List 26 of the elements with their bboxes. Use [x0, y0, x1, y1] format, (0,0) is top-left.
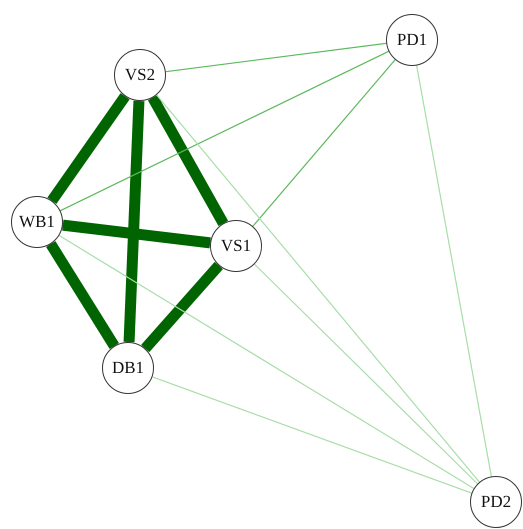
- node-label: PD2: [480, 492, 512, 512]
- connector-line: [124, 100, 144, 342]
- connector-line: [148, 94, 228, 226]
- node-label: VS1: [220, 236, 252, 256]
- node-label: WB1: [19, 212, 55, 232]
- node-circle: [470, 476, 522, 528]
- node-circle: [210, 220, 262, 272]
- connector-line: [152, 376, 472, 494]
- connector-line: [141, 262, 223, 352]
- connector-line: [252, 59, 396, 227]
- connector-line: [62, 220, 211, 248]
- node-circle: [102, 342, 154, 394]
- connector-line: [60, 50, 389, 212]
- node-circle: [386, 14, 438, 66]
- connector-line: [58, 235, 474, 489]
- node-circle: [114, 49, 166, 101]
- node-circle: [11, 196, 63, 248]
- connector-line: [156, 94, 480, 482]
- connector-line: [166, 42, 386, 72]
- node-label: DB1: [112, 358, 144, 378]
- node-label: VS2: [124, 65, 156, 85]
- connector-line: [416, 65, 492, 477]
- connector-line: [46, 241, 119, 349]
- connector-line: [47, 93, 130, 204]
- node-label: PD1: [396, 30, 428, 50]
- connector-line: [254, 264, 478, 484]
